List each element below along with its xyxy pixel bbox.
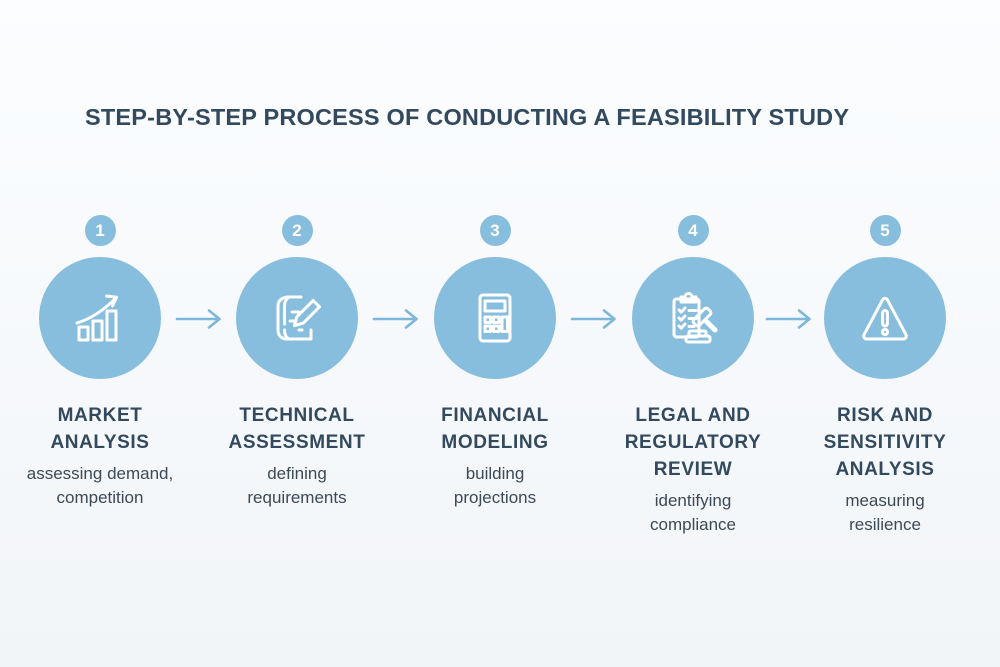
step-title: TECHNICAL ASSESSMENT: [228, 405, 366, 453]
arrow-right-icon: [175, 309, 221, 329]
step-circle: [824, 257, 946, 379]
page-title: STEP-BY-STEP PROCESS OF CONDUCTING A FEA…: [85, 104, 850, 130]
step-subtitle: identifying compliance: [650, 491, 736, 534]
step-number-badge: 3: [479, 215, 511, 246]
step-number: 4: [688, 221, 698, 240]
step-4: 4 LEGAL AND REGULATORY REVIEW identifyin…: [598, 215, 788, 537]
step-number-badge: 5: [869, 215, 901, 246]
step-number-badge: 2: [281, 215, 313, 246]
arrow-right-icon: [372, 309, 418, 329]
step-number-badge: 4: [677, 215, 709, 246]
growth-chart-icon: [75, 294, 118, 342]
arrow-right-icon: [765, 309, 811, 329]
step-title: RISK AND SENSITIVITY ANALYSIS: [823, 405, 947, 480]
step-circle: [632, 257, 754, 379]
step-number: 2: [292, 221, 302, 240]
step-1: 1 MARKET ANALYSIS assessing demand, comp…: [5, 215, 195, 510]
step-number: 3: [490, 221, 500, 240]
step-5: 5 RISK AND SENSITIVITY ANALYSIS measurin…: [790, 215, 980, 537]
warning-triangle-icon: [862, 296, 908, 341]
step-subtitle: measuring resilience: [845, 491, 925, 534]
step-title: LEGAL AND REGULATORY REVIEW: [624, 405, 762, 480]
step-title: MARKET ANALYSIS: [50, 405, 150, 453]
step-3: 3 FINANCIAL MODELING building projection…: [400, 215, 590, 510]
step-subtitle: assessing demand, competition: [26, 464, 174, 507]
step-title: FINANCIAL MODELING: [441, 405, 549, 453]
step-number: 5: [880, 221, 890, 240]
blueprint-pencil-icon: [276, 295, 321, 341]
step-number: 1: [95, 221, 105, 240]
step-2: 2 TECHNICAL ASSESSMENT defining requirem…: [202, 215, 392, 510]
step-subtitle: building projections: [453, 464, 537, 507]
clipboard-gavel-icon: [672, 292, 718, 344]
step-circle: [236, 257, 358, 379]
step-circle: [39, 257, 161, 379]
step-number-badge: 1: [84, 215, 116, 246]
arrow-right-icon: [570, 309, 616, 329]
calculator-icon: [478, 293, 512, 343]
step-circle: [434, 257, 556, 379]
step-subtitle: defining requirements: [247, 464, 347, 507]
